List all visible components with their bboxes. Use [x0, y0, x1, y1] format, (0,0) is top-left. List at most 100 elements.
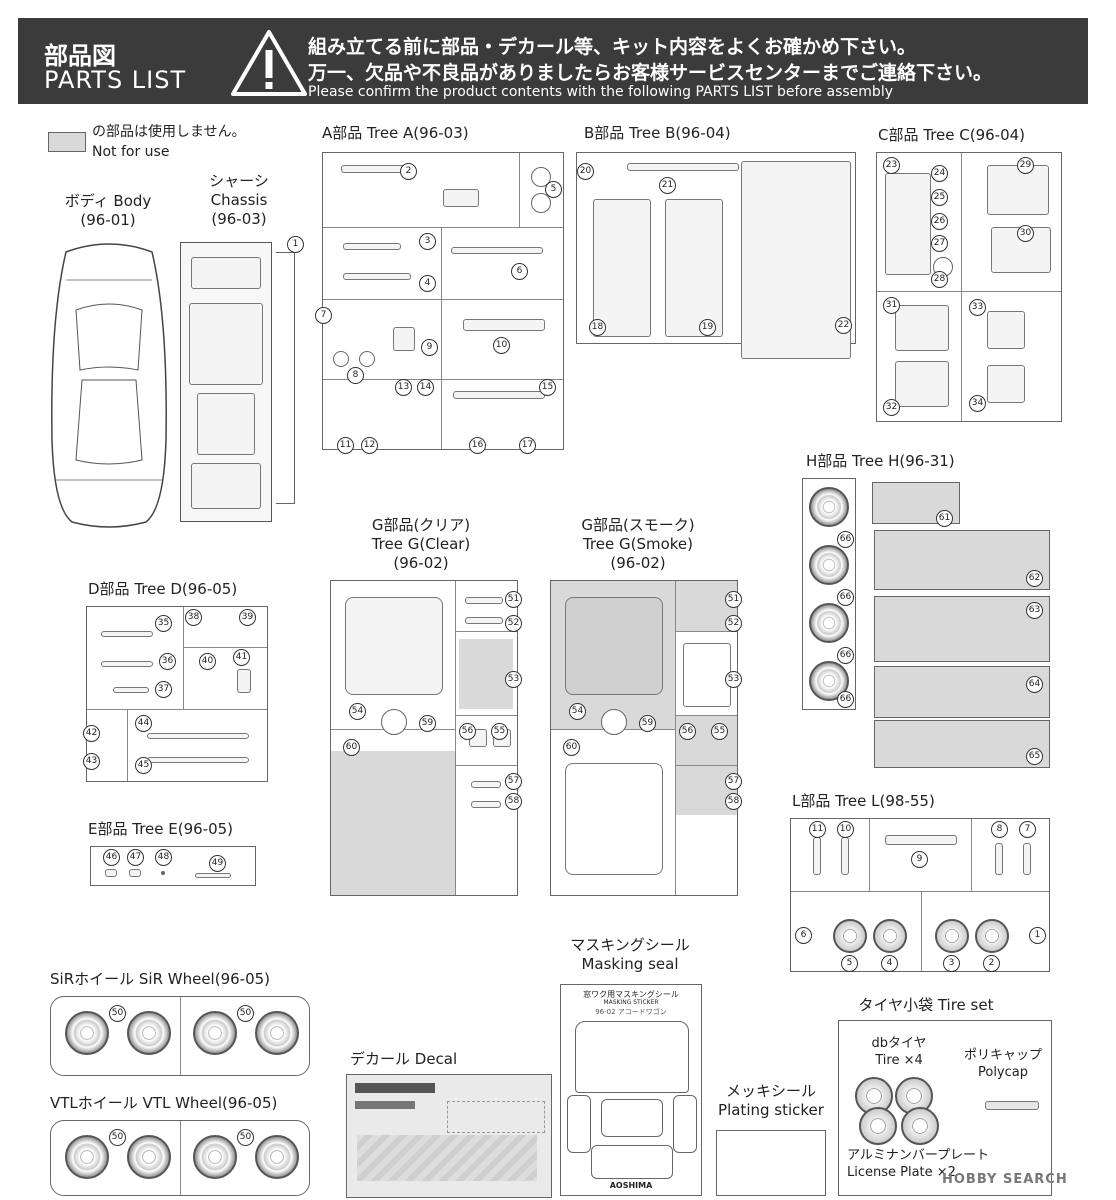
part-upright-11 [813, 837, 821, 875]
part-number: 45 [135, 757, 152, 774]
part-number: 63 [1026, 602, 1043, 619]
part-number: 49 [209, 855, 226, 872]
decal-pattern [357, 1135, 537, 1181]
part-number: 47 [127, 849, 144, 866]
part-number: 7 [315, 307, 332, 324]
part-number: 56 [679, 723, 696, 740]
part-number: 48 [155, 849, 172, 866]
part-number: 13 [395, 379, 412, 396]
notice-jp-2: 万一、欠品や不良品がありましたらお客様サービスセンターまでご連絡下さい。 [308, 62, 993, 84]
masking-brand: AOSHIMA [609, 1181, 653, 1190]
masking-front-window [575, 1021, 689, 1093]
part-lens-57 [471, 781, 501, 788]
part-number: 64 [1026, 676, 1043, 693]
part-brake-disc-4 [873, 919, 907, 953]
part-number: 38 [185, 609, 202, 626]
title-jp: 部品図 [44, 42, 116, 70]
part-number: 44 [135, 715, 152, 732]
body-label-code: (96-01) [80, 211, 136, 229]
part-number: 15 [539, 379, 556, 396]
part-side-skirt-unused-2 [874, 720, 1050, 768]
part-number: 19 [699, 319, 716, 336]
tree-l-frame: 11 10 9 8 7 6 5 4 3 2 1 [790, 818, 1050, 972]
part-crossmember [451, 247, 543, 254]
part-number: 20 [577, 163, 594, 180]
part-brake-disc-3 [935, 919, 969, 953]
part-number: 11 [337, 437, 354, 454]
tree-h-wheel-frame: 66 66 66 66 [802, 478, 856, 710]
chassis-label-en: Chassis [210, 191, 268, 209]
license-plate-label-jp: アルミナンバープレート [847, 1148, 990, 1163]
part-door-panel-right [665, 199, 723, 337]
part-e-48 [161, 871, 165, 875]
part-number: 40 [199, 653, 216, 670]
part-number: 23 [883, 157, 900, 174]
watermark: HOBBY SEARCH [942, 1172, 1068, 1187]
legend: の部品は使用しません。 Not for use [92, 122, 246, 162]
part-number: 50 [109, 1005, 126, 1022]
tree-d-frame: 35 36 37 38 39 40 41 42 43 44 45 [83, 606, 268, 782]
masking-label: マスキングシール Masking seal [560, 936, 700, 974]
vtl-wheel-label: VTLホイール VTL Wheel(96-05) [50, 1094, 278, 1112]
tree-h-label: H部品 Tree H(96-31) [806, 452, 955, 470]
part-number: 1 [1029, 927, 1046, 944]
tree-a-label: A部品 Tree A(96-03) [322, 124, 469, 142]
part-windshield-smoke [565, 597, 663, 695]
part-number: 58 [505, 793, 522, 810]
sir-wheel-part [127, 1011, 171, 1055]
legend-en: Not for use [92, 144, 170, 160]
part-number: 14 [417, 379, 434, 396]
part-number: 52 [725, 615, 742, 632]
part-upright-8 [995, 843, 1003, 875]
part-number: 28 [931, 271, 948, 288]
tire-label-jp: dbタイヤ [871, 1036, 927, 1051]
vtl-wheel-part [65, 1135, 109, 1179]
part-front-seat-1 [895, 305, 949, 351]
part-number: 46 [103, 849, 120, 866]
legend-swatch [48, 132, 86, 152]
license-plate-label: アルミナンバープレート License Plate ×2 [847, 1147, 1047, 1181]
masking-label-jp: マスキングシール [570, 936, 690, 954]
part-number: 42 [83, 725, 100, 742]
part-number: 33 [969, 299, 986, 316]
part-number: 9 [421, 339, 438, 356]
part-plate [237, 669, 251, 693]
chassis-front [191, 257, 261, 289]
polycap-label-en: Polycap [977, 1065, 1028, 1080]
part-dashboard [885, 173, 931, 275]
part-windshield-clear [345, 597, 443, 695]
part-number: 55 [711, 723, 728, 740]
part-rod-1 [147, 733, 249, 739]
part-number: 52 [505, 615, 522, 632]
chassis-rear [191, 463, 261, 509]
tree-b-label: B部品 Tree B(96-04) [584, 124, 731, 142]
sir-wheel-label: SiRホイール SiR Wheel(96-05) [50, 970, 271, 988]
part-number: 2 [983, 955, 1000, 972]
part-number: 2 [400, 163, 417, 180]
part-number: 4 [419, 275, 436, 292]
tree-g-smoke-label: G部品(スモーク) Tree G(Smoke) (96-02) [568, 516, 708, 573]
part-number: 58 [725, 793, 742, 810]
tire-label: dbタイヤ Tire ×4 [859, 1035, 939, 1069]
tree-g-clear-label: G部品(クリア) Tree G(Clear) (96-02) [356, 516, 486, 573]
part-number: 60 [563, 739, 580, 756]
polycap-label-jp: ポリキャップ [963, 1048, 1042, 1063]
masking-rear-window [591, 1145, 673, 1179]
sir-wheel-frame: 50 50 [50, 996, 310, 1076]
part-muffler [443, 189, 479, 207]
part-wiper-3 [113, 687, 149, 693]
tree-d-label: D部品 Tree D(96-05) [88, 580, 238, 598]
part-number: 18 [589, 319, 606, 336]
part-seat-4 [987, 365, 1025, 403]
part-front-seat-2 [895, 361, 949, 407]
part-number: 55 [491, 723, 508, 740]
part-number: 12 [361, 437, 378, 454]
masking-label-en: Masking seal [581, 955, 679, 973]
tree-g-clear-frame: 51 52 53 54 59 60 56 55 57 58 [330, 580, 522, 896]
warning-icon [231, 30, 307, 96]
plating-label-en: Plating sticker [718, 1101, 824, 1119]
tire-part [859, 1107, 897, 1145]
chassis-drawing [180, 242, 272, 522]
tire-label-en: Tire ×4 [875, 1053, 923, 1068]
part-number: 59 [639, 715, 656, 732]
